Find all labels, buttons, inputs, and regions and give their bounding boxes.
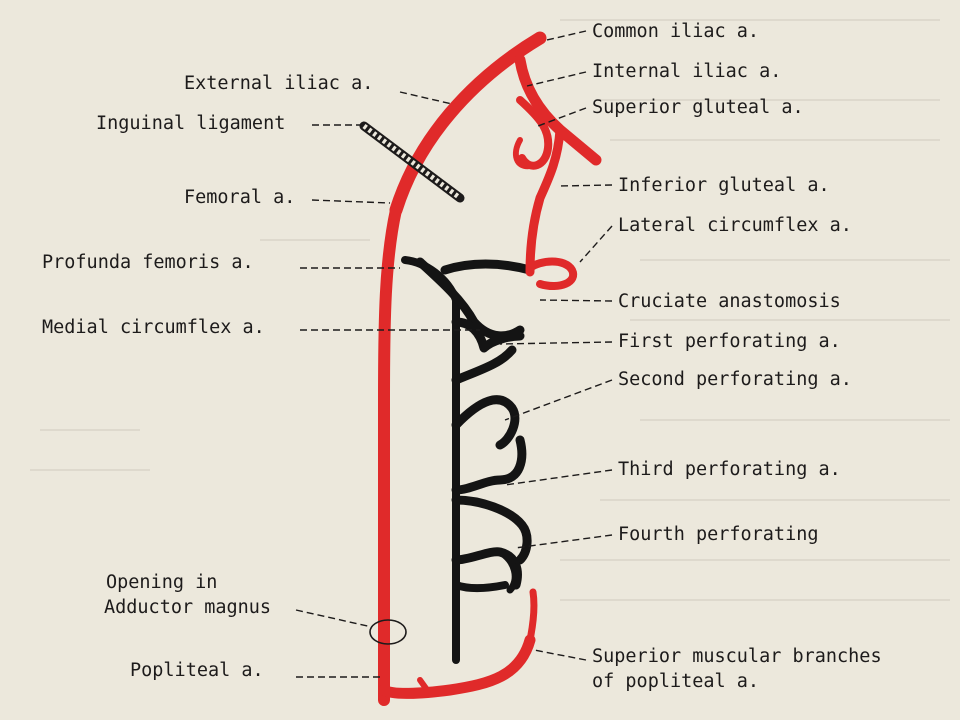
arcade-4 <box>452 581 509 592</box>
first-perforating-vessel <box>451 317 525 353</box>
inguinal-ligament-band <box>359 121 465 203</box>
label-external-iliac: External iliac a. <box>184 73 373 94</box>
lateral-circumflex-black <box>440 259 535 275</box>
leader-lines <box>295 30 613 678</box>
profunda-femoris-vessel <box>401 256 460 664</box>
label-medial-circumflex: Medial circumflex a. <box>42 317 265 338</box>
label-lateral-circumflex: Lateral circumflex a. <box>618 215 852 236</box>
label-inguinal-ligament: Inguinal ligament <box>96 113 285 134</box>
label-common-iliac: Common iliac a. <box>592 21 759 42</box>
second-perforating-vessel <box>451 345 517 385</box>
label-femoral: Femoral a. <box>184 187 295 208</box>
label-cruciate-anastomosis: Cruciate anastomosis <box>618 291 841 312</box>
label-popliteal: Popliteal a. <box>130 660 264 681</box>
iliac-femoral-system <box>378 31 602 706</box>
common-iliac-vessel <box>389 31 547 217</box>
profunda-system <box>401 256 535 664</box>
label-superior-muscular-2: of popliteal a. <box>592 671 759 692</box>
label-superior-muscular-1: Superior muscular branches <box>592 646 882 667</box>
label-inferior-gluteal: Inferior gluteal a. <box>618 175 830 196</box>
label-internal-iliac: Internal iliac a. <box>592 61 781 82</box>
superior-muscular-vessel <box>526 588 538 644</box>
label-third-perforating: Third perforating a. <box>618 459 841 480</box>
adductor-opening-ring <box>369 619 407 645</box>
label-fourth-perforating: Fourth perforating <box>618 524 818 545</box>
label-second-perforating: Second perforating a. <box>618 369 852 390</box>
gluteal-loop <box>512 137 533 170</box>
label-opening-1: Opening in <box>106 572 217 593</box>
inferior-gluteal-vessel <box>525 125 565 277</box>
paper-texture <box>30 19 950 601</box>
label-first-perforating: First perforating a. <box>618 331 841 352</box>
label-superior-gluteal: Superior gluteal a. <box>592 97 804 118</box>
third-perforating-vessel <box>451 435 527 495</box>
label-opening-2: Adductor magnus <box>104 597 271 618</box>
arcade-3 <box>451 495 532 565</box>
popliteal-arrow <box>417 677 451 697</box>
arcade-2 <box>451 395 520 450</box>
label-profunda-femoris: Profunda femoris a. <box>42 252 254 273</box>
lower-trunk <box>496 548 519 594</box>
labels: Common iliac a. Internal iliac a. Superi… <box>42 21 882 692</box>
lateral-circumflex-red <box>526 257 578 291</box>
femoral-vessel <box>378 204 402 706</box>
